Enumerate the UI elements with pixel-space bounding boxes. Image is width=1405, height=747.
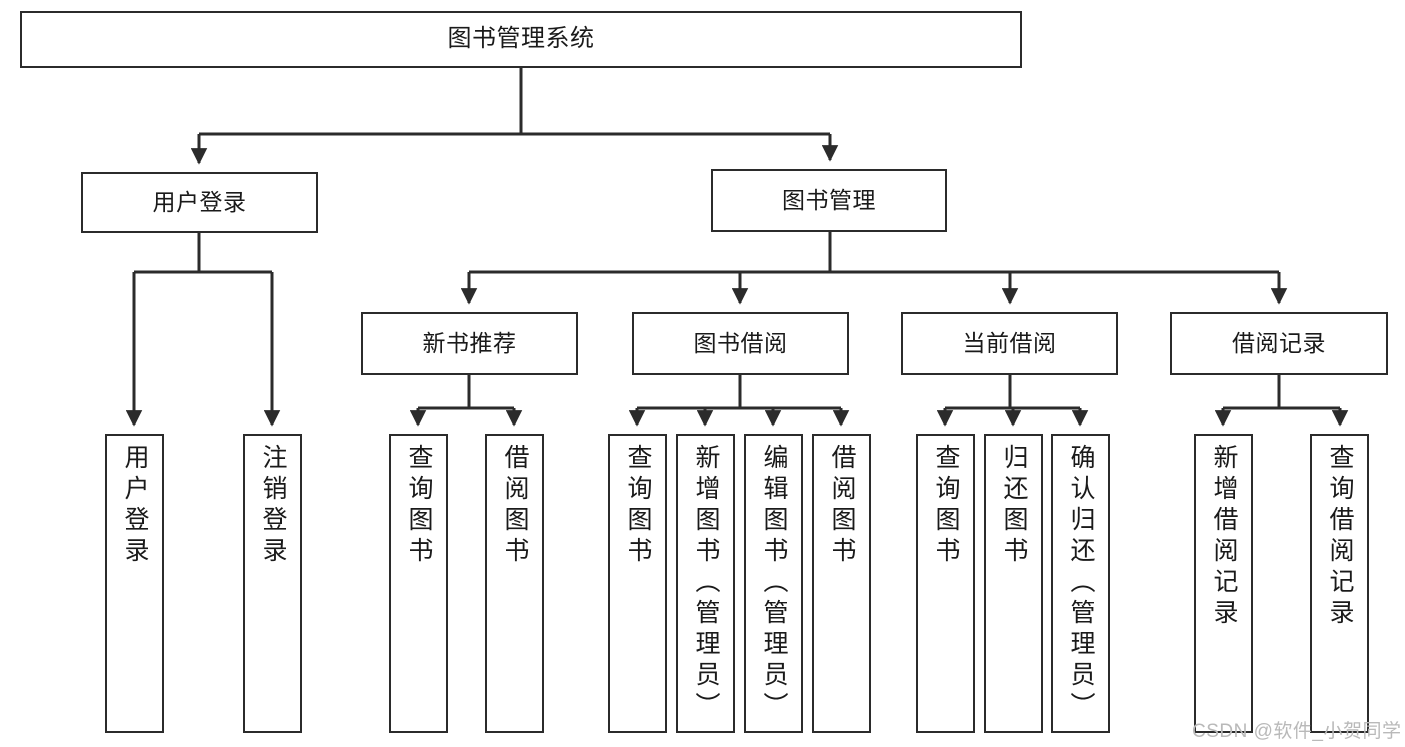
node-borrow-records[interactable]: 借阅记录 <box>1170 312 1388 375</box>
node-leaf-add-book-admin[interactable]: 新增图书（管理员） <box>676 434 735 733</box>
node-label: 确认归还（管理员） <box>1067 444 1095 723</box>
node-book-borrow[interactable]: 图书借阅 <box>632 312 849 375</box>
node-root-system[interactable]: 图书管理系统 <box>20 11 1022 68</box>
node-label: 查询图书 <box>932 444 960 568</box>
node-label: 借阅图书 <box>501 444 529 568</box>
node-label: 新增图书（管理员） <box>692 444 720 723</box>
node-leaf-borrow-book-recommend[interactable]: 借阅图书 <box>485 434 544 733</box>
node-label: 查询图书 <box>405 444 433 568</box>
node-book-management[interactable]: 图书管理 <box>711 169 947 232</box>
node-label: 图书借阅 <box>693 329 788 356</box>
node-leaf-query-book-recommend[interactable]: 查询图书 <box>389 434 448 733</box>
node-label: 查询借阅记录 <box>1326 444 1354 630</box>
node-label: 图书管理系统 <box>447 25 595 53</box>
node-leaf-add-borrow-record[interactable]: 新增借阅记录 <box>1194 434 1253 733</box>
node-leaf-query-book-current[interactable]: 查询图书 <box>916 434 975 733</box>
node-label: 当前借阅 <box>962 329 1057 356</box>
node-leaf-return-book[interactable]: 归还图书 <box>984 434 1043 733</box>
node-new-book-recommend[interactable]: 新书推荐 <box>361 312 578 375</box>
node-user-login[interactable]: 用户登录 <box>81 172 318 233</box>
node-label: 借阅图书 <box>828 444 856 568</box>
node-label: 图书管理 <box>782 186 876 213</box>
node-label: 注销登录 <box>259 444 287 568</box>
node-leaf-edit-book-admin[interactable]: 编辑图书（管理员） <box>744 434 803 733</box>
node-label: 用户登录 <box>152 188 247 215</box>
node-leaf-query-book-borrow[interactable]: 查询图书 <box>608 434 667 733</box>
node-leaf-user-login[interactable]: 用户登录 <box>105 434 164 733</box>
node-leaf-logout[interactable]: 注销登录 <box>243 434 302 733</box>
node-leaf-query-borrow-record[interactable]: 查询借阅记录 <box>1310 434 1369 733</box>
node-leaf-borrow-book[interactable]: 借阅图书 <box>812 434 871 733</box>
node-label: 新增借阅记录 <box>1210 444 1238 630</box>
node-current-borrow[interactable]: 当前借阅 <box>901 312 1118 375</box>
node-label: 借阅记录 <box>1232 329 1326 356</box>
watermark-text: CSDN @软件_小贺同学 <box>1192 721 1402 742</box>
node-label: 编辑图书（管理员） <box>760 444 788 723</box>
node-label: 查询图书 <box>624 444 652 568</box>
node-label: 新书推荐 <box>422 329 517 356</box>
node-label: 用户登录 <box>121 444 149 568</box>
node-label: 归还图书 <box>1000 444 1028 568</box>
node-leaf-confirm-return-admin[interactable]: 确认归还（管理员） <box>1051 434 1110 733</box>
